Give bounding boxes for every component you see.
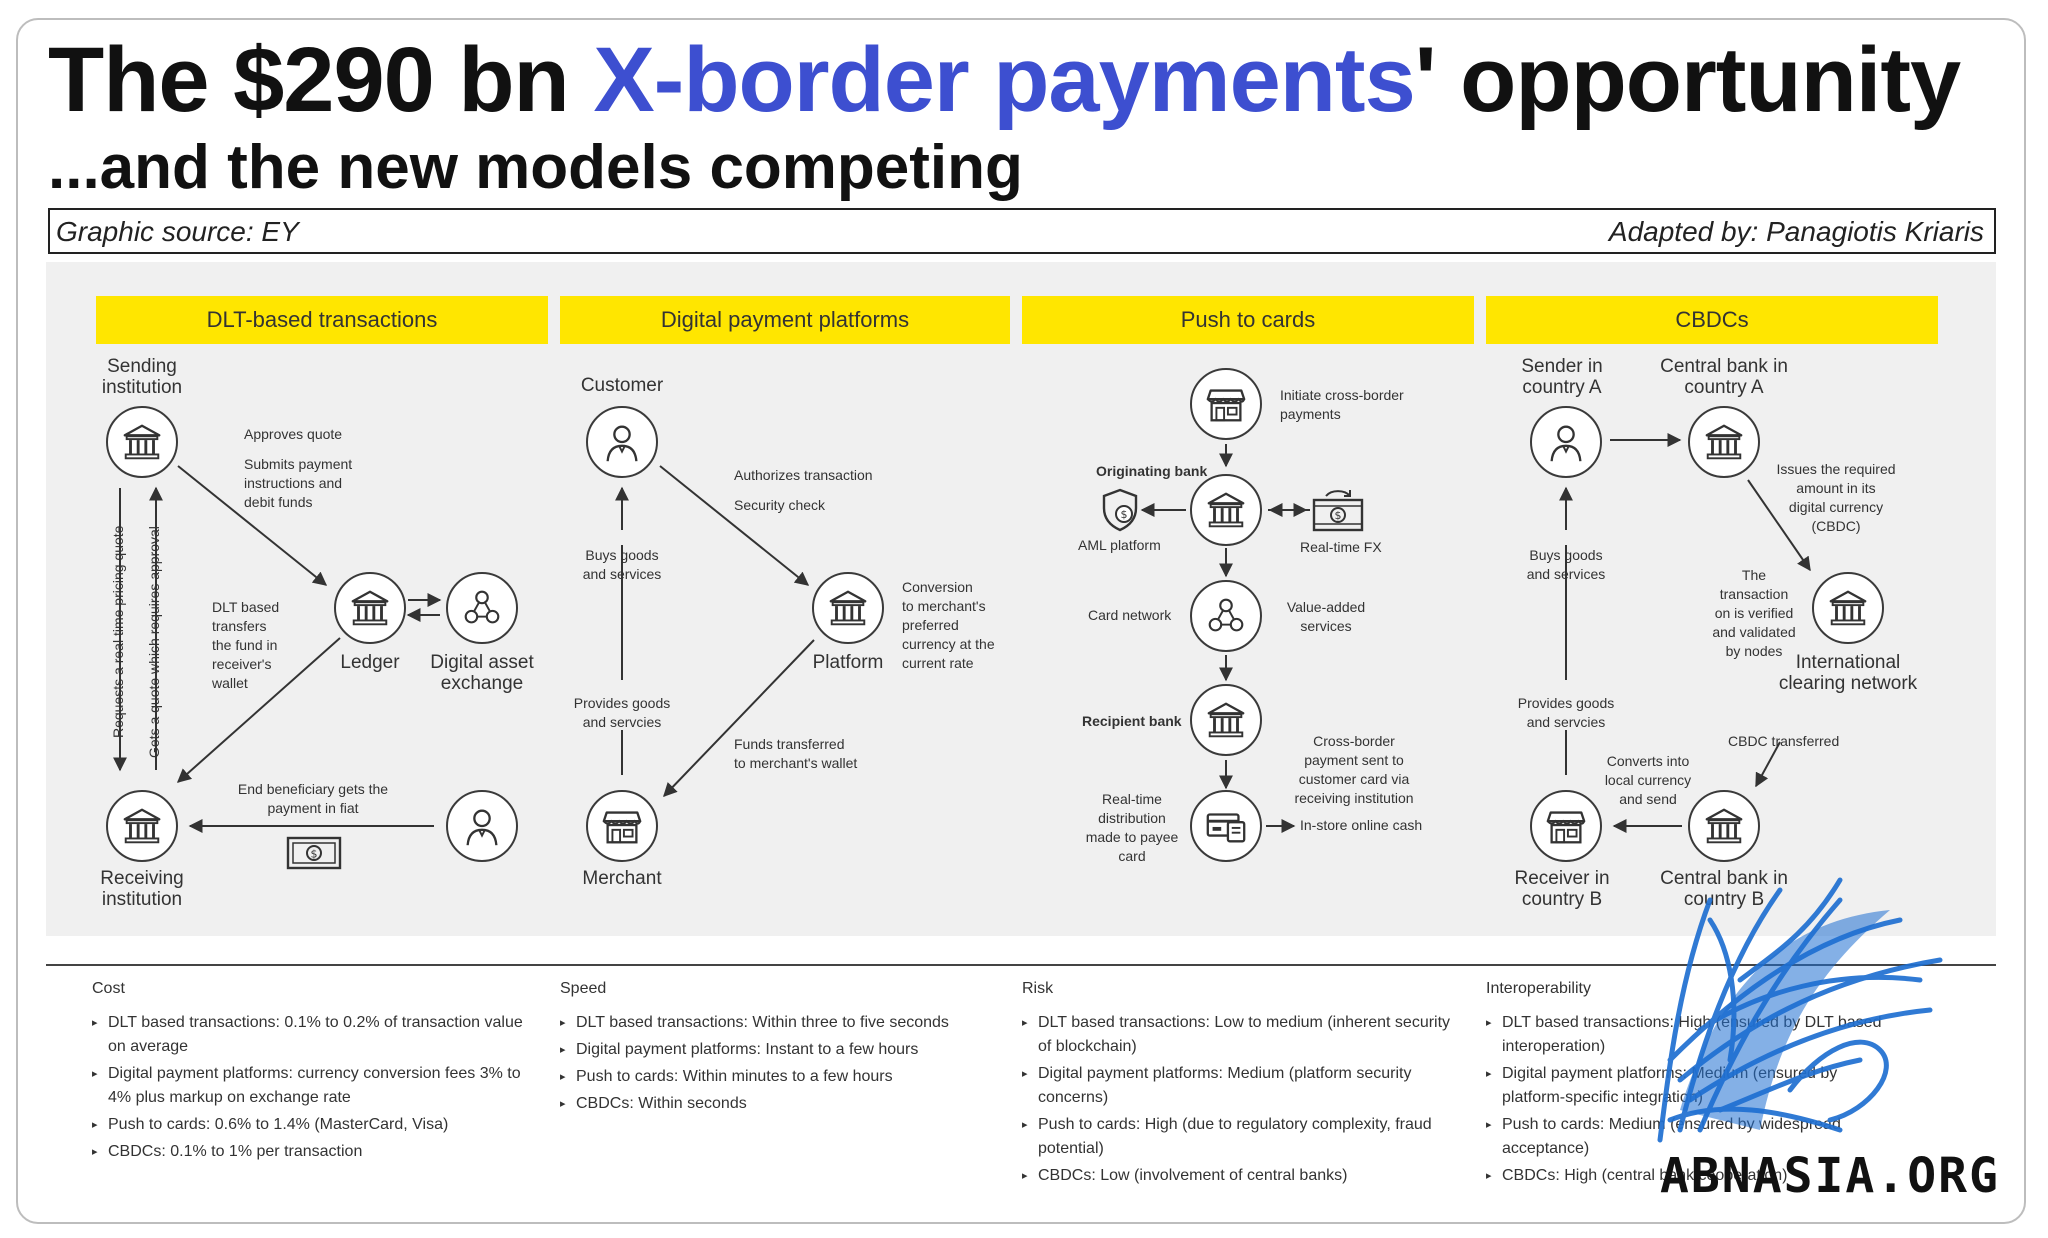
header-cbdc: CBDCs	[1486, 296, 1938, 344]
list-item: DLT based transactions: Within three to …	[560, 1011, 1000, 1035]
ptc-value-added: Value-added services	[1286, 599, 1366, 634]
dpp-funds: Funds transferred to merchant's wallet	[734, 736, 858, 771]
bank-icon	[1688, 406, 1760, 478]
dlt-gets-quote: Gets a quote which requires approval	[146, 526, 162, 758]
watermark-text: ABNASIA.ORG	[1660, 1148, 2000, 1204]
list-item: CBDCs: Low (involvement of central banks…	[1022, 1164, 1462, 1188]
dlt-requests-quote: Requests a real time pricing quote	[110, 525, 126, 738]
dpp-provides: Provides goods and servcies	[573, 695, 671, 730]
dpp-buys: Buys goods and services	[582, 547, 662, 582]
fx-icon	[1310, 486, 1366, 534]
store-icon	[1190, 368, 1262, 440]
graphic-source: Graphic source: EY	[56, 216, 299, 247]
store-icon	[1530, 790, 1602, 862]
page-title: The $290 bn X-border payments' opportuni…	[48, 29, 1961, 131]
cbdc-cbb-label: Central bank in country B	[1660, 868, 1788, 910]
cash-icon	[286, 836, 342, 870]
risk-column: Risk DLT based transactions: Low to medi…	[1022, 980, 1462, 1191]
ledger-bank-icon	[334, 572, 406, 644]
clearing-bank-icon	[1812, 572, 1884, 644]
list-item: Digital payment platforms: Medium (platf…	[1022, 1062, 1462, 1110]
interop-title: Interoperability	[1486, 980, 1591, 997]
cost-column: Cost DLT based transactions: 0.1% to 0.2…	[92, 980, 532, 1167]
header-dlt: DLT-based transactions	[96, 296, 548, 344]
speed-column: Speed DLT based transactions: Within thr…	[560, 980, 1000, 1119]
ptc-realtime: Real-time distribution made to payee car…	[1085, 791, 1179, 864]
network-icon	[1190, 580, 1262, 652]
watermark-logo-icon	[1657, 877, 1943, 1143]
ptc-aml: AML platform	[1078, 537, 1161, 553]
source-bar: Graphic source: EY Adapted by: Panagioti…	[48, 208, 1996, 254]
ptc-card-network: Card network	[1088, 607, 1172, 623]
list-item: Push to cards: High (due to regulatory c…	[1022, 1113, 1462, 1161]
dpp-merchant-label: Merchant	[582, 868, 662, 889]
ptc-instore: In-store online cash	[1300, 817, 1423, 833]
person-icon	[446, 790, 518, 862]
dlt-end-beneficiary: End beneficiary gets the payment in fiat	[237, 781, 389, 816]
dlt-transfers-note: DLT based transfers the fund in receiver…	[212, 599, 280, 691]
shield-icon	[1096, 486, 1144, 534]
ptc-fx: Real-time FX	[1300, 539, 1382, 555]
cbdc-cba-label: Central bank in country A	[1660, 356, 1788, 398]
dpp-conversion: Conversion to merchant's preferred curre…	[902, 579, 995, 671]
list-item: Push to cards: Within minutes to a few h…	[560, 1065, 1000, 1089]
dlt-ledger-label: Ledger	[340, 652, 400, 673]
list-item: Digital payment platforms: currency conv…	[92, 1062, 532, 1110]
dlt-submits: Submits payment instructions and debit f…	[244, 456, 353, 510]
cbdc-provides: Provides goods and servcies	[1517, 695, 1615, 730]
bank-icon	[106, 406, 178, 478]
dpp-security: Security check	[734, 497, 826, 513]
list-item: CBDCs: High (central bank cooperation)	[1486, 1164, 1886, 1188]
cbdc-converts: Converts into local currency and send	[1604, 753, 1692, 807]
ptc-initiate: Initiate cross-border payments	[1280, 387, 1404, 422]
store-icon	[586, 790, 658, 862]
person-icon	[1530, 406, 1602, 478]
page-subtitle: ...and the new models competing	[48, 133, 1023, 202]
cbdc-issues: Issues the required amount in its digita…	[1776, 461, 1896, 534]
bank-icon	[1190, 474, 1262, 546]
cbdc-verified: The transaction on is verified and valid…	[1712, 567, 1796, 659]
adapted-by: Adapted by: Panagiotis Kriaris	[1608, 216, 1984, 247]
dlt-approves: Approves quote	[244, 426, 343, 442]
list-item: CBDCs: 0.1% to 1% per transaction	[92, 1140, 532, 1164]
cbdc-transferred: CBDC transferred	[1728, 733, 1840, 749]
platform-bank-icon	[812, 572, 884, 644]
cost-title: Cost	[92, 980, 125, 997]
dlt-receiving-label: Receiving institution	[100, 868, 184, 910]
risk-title: Risk	[1022, 980, 1054, 997]
header-ptc: Push to cards	[1022, 296, 1474, 344]
cbdc-buys: Buys goods and services	[1526, 547, 1606, 582]
cbdc-receiver-label: Receiver in country B	[1514, 868, 1610, 910]
bank-icon	[1688, 790, 1760, 862]
list-item: DLT based transactions: 0.1% to 0.2% of …	[92, 1011, 532, 1059]
dlt-dae-label: Digital asset exchange	[430, 652, 534, 694]
bank-icon	[106, 790, 178, 862]
speed-title: Speed	[560, 980, 607, 997]
title-accent: X-border payments	[593, 29, 1415, 131]
dpp-authorizes: Authorizes transaction	[734, 467, 873, 483]
list-item: Push to cards: 0.6% to 1.4% (MasterCard,…	[92, 1113, 532, 1137]
list-item: Digital payment platforms: Instant to a …	[560, 1038, 1000, 1062]
network-icon	[446, 572, 518, 644]
list-item: CBDCs: Within seconds	[560, 1092, 1000, 1116]
dpp-platform-label: Platform	[812, 652, 884, 673]
ptc-recipient: Recipient bank	[1082, 713, 1182, 729]
ptc-cross-border: Cross-border payment sent to customer ca…	[1294, 733, 1414, 806]
dlt-sending-label: Sending institution	[101, 356, 183, 398]
list-item: DLT based transactions: Low to medium (i…	[1022, 1011, 1462, 1059]
cbdc-icn-label: International clearing network	[1778, 652, 1918, 694]
person-icon	[586, 406, 658, 478]
header-dpp: Digital payment platforms	[560, 296, 1010, 344]
page-frame	[16, 18, 2026, 1224]
divider	[46, 964, 1996, 966]
cbdc-sender-label: Sender in country A	[1521, 356, 1603, 398]
ptc-originating: Originating bank	[1096, 463, 1208, 479]
card-icon	[1190, 790, 1262, 862]
bank-icon	[1190, 684, 1262, 756]
dpp-customer-label: Customer	[580, 375, 664, 396]
